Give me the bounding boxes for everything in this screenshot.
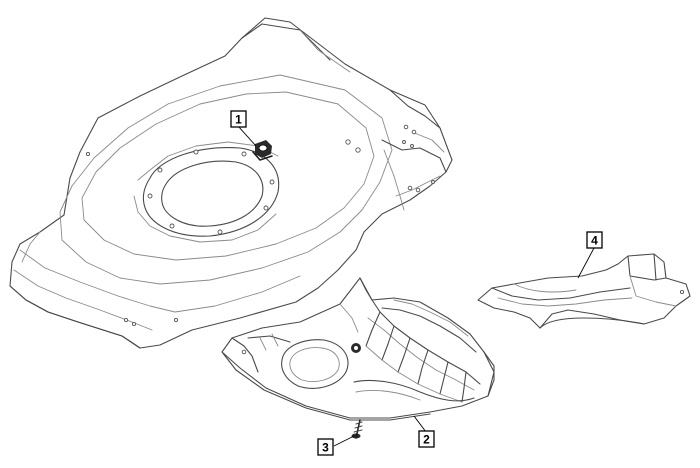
callout-3-label: 3 [322,441,329,455]
callout-1-label: 1 [235,113,242,127]
callout-2: 2 [413,415,435,448]
callout-3: 3 [317,435,355,456]
callout-1: 1 [230,110,257,147]
callout-2-label: 2 [423,433,430,447]
part-2-baffle [221,277,495,421]
callout-4-label: 4 [591,234,598,248]
part-1-clip [252,140,273,161]
mower-deck-housing [9,17,453,349]
motor-mount-ring [133,141,280,243]
part-3-screw [351,419,363,439]
callout-4: 4 [577,231,603,279]
part-4-deflector [477,253,691,329]
